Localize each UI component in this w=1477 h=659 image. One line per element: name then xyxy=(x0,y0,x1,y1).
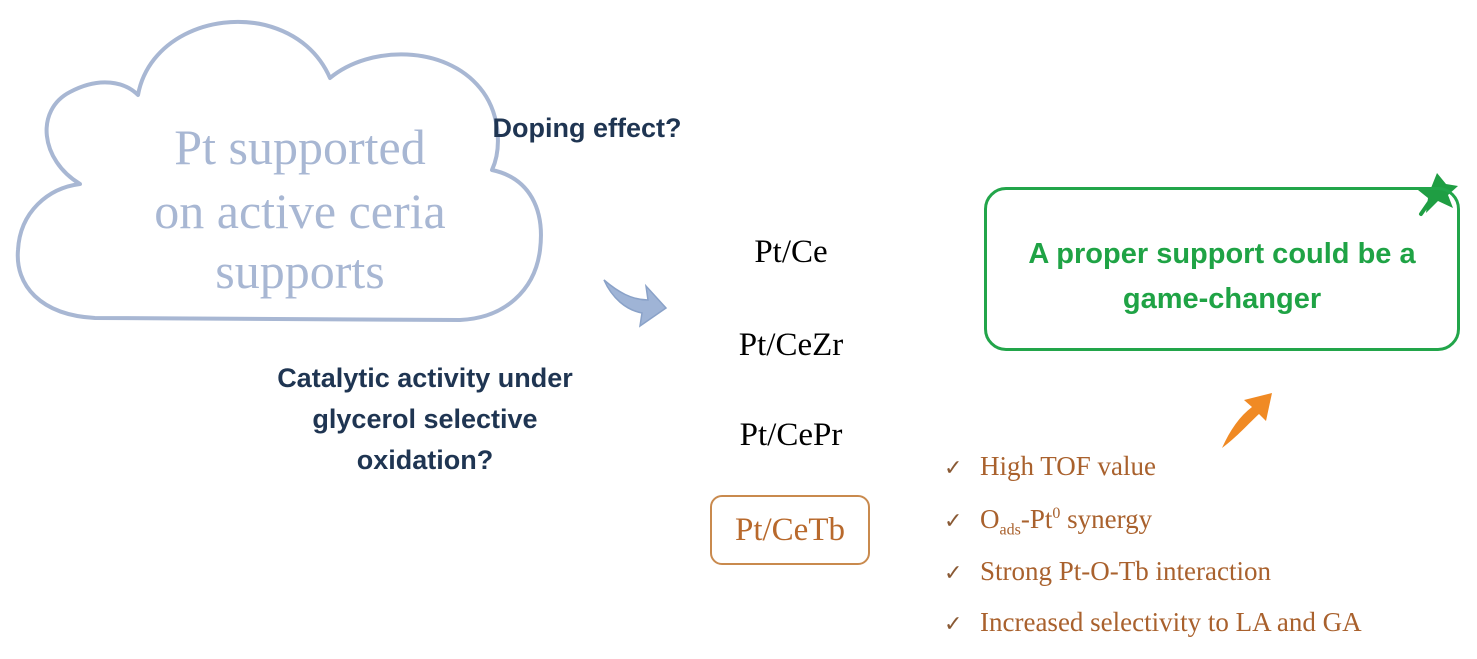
catalyst-pt-cepr: Pt/CePr xyxy=(739,417,843,453)
check-icon: ✓ xyxy=(944,561,963,586)
curved-arrow-icon xyxy=(603,279,668,328)
finding-item: ✓ High TOF value xyxy=(944,451,1156,482)
finding-item: ✓ Strong Pt-O-Tb interaction xyxy=(944,556,1271,587)
conclusion-box xyxy=(984,187,1460,351)
doping-question: Doping effect? xyxy=(492,113,682,143)
activity-question-line-3: oxidation? xyxy=(356,445,494,475)
activity-question-line-1: Catalytic activity under xyxy=(277,363,573,393)
conclusion-line-1: A proper support could be a xyxy=(1028,238,1416,270)
catalyst-pt-cetb: Pt/CeTb xyxy=(734,511,845,548)
finding-text: Increased selectivity to LA and GA xyxy=(980,607,1362,637)
catalyst-pt-cetb-highlight: Pt/CeTb xyxy=(710,495,870,565)
finding-text: Oads-Pt0 synergy xyxy=(980,504,1153,539)
cloud-text-line-1: Pt supported xyxy=(174,119,426,175)
finding-text: High TOF value xyxy=(980,451,1157,481)
finding-item: ✓ Increased selectivity to LA and GA xyxy=(944,607,1362,638)
conclusion-line-2: game-changer xyxy=(1122,283,1322,315)
finding-item: ✓ Oads-Pt0 synergy xyxy=(944,504,1152,539)
finding-text: Strong Pt-O-Tb interaction xyxy=(980,556,1271,586)
check-icon: ✓ xyxy=(944,456,963,481)
cloud-text-line-3: supports xyxy=(215,243,385,299)
cloud-shape xyxy=(15,19,543,322)
check-icon: ✓ xyxy=(944,612,963,637)
catalyst-pt-cezr: Pt/CeZr xyxy=(738,327,844,363)
catalyst-pt-ce: Pt/Ce xyxy=(754,234,828,270)
up-arrow-icon xyxy=(1222,393,1272,448)
activity-question-line-2: glycerol selective xyxy=(312,404,538,434)
cloud-text-line-2: on active ceria xyxy=(154,183,446,239)
check-icon: ✓ xyxy=(944,509,963,534)
activity-question: Catalytic activity under glycerol select… xyxy=(245,358,605,481)
conclusion-text: A proper support could be a game-changer xyxy=(1000,232,1444,322)
